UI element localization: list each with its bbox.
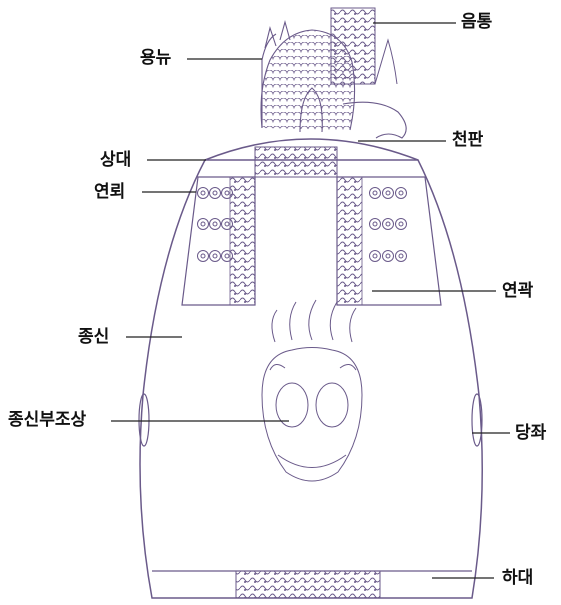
label-jongsin-bujosang: 종신부조상 <box>8 412 86 429</box>
label-dangjwa: 당좌 <box>515 425 546 442</box>
label-eumtong: 음통 <box>461 14 492 31</box>
upper-band <box>255 147 337 177</box>
lotus-buds-right <box>370 188 407 262</box>
lower-band <box>236 571 380 598</box>
label-yeongwak: 연곽 <box>502 283 533 300</box>
label-hadae: 하대 <box>502 570 533 587</box>
label-yongnyu: 용뉴 <box>140 50 171 67</box>
label-sangdae: 상대 <box>100 152 131 169</box>
lotus-enclosure-left-band <box>230 177 255 305</box>
label-yeonroe: 연뢰 <box>94 184 125 201</box>
lotus-enclosure-right-band <box>337 177 362 305</box>
label-jongsin: 종신 <box>78 329 109 346</box>
label-cheonpan: 천판 <box>452 132 483 149</box>
body-relief <box>262 300 362 481</box>
sound-tube <box>331 8 397 84</box>
lotus-buds-left <box>198 188 233 262</box>
